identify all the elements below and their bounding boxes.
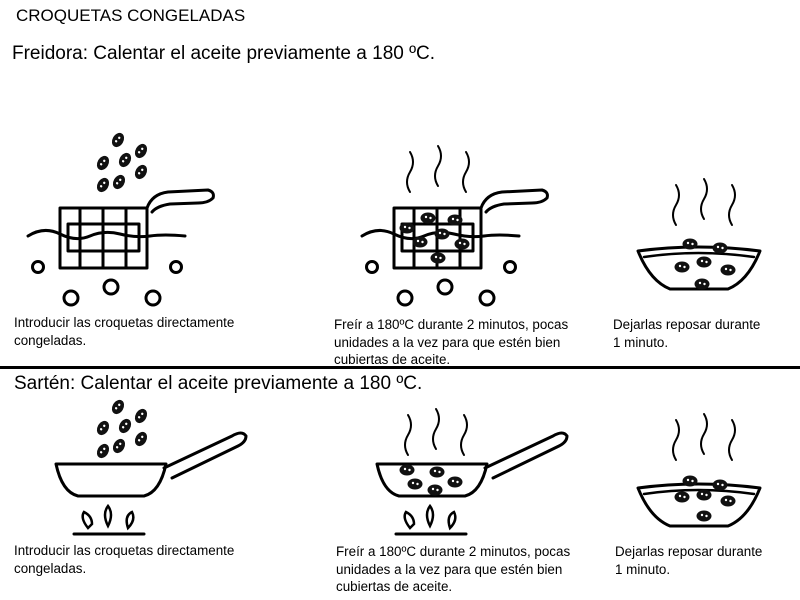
croqueta-icon xyxy=(94,397,150,461)
deep-fryer-icon xyxy=(26,188,215,307)
freidora-step-3-caption: Dejarlas reposar durante 1 minuto. xyxy=(613,317,761,350)
serving-bowl-icon xyxy=(636,475,762,528)
sarten-step-2-caption: Freír a 180ºC durante 2 minutos, pocas u… xyxy=(336,544,571,594)
freidora-step-2-caption: Freír a 180ºC durante 2 minutos, pocas u… xyxy=(334,317,569,367)
sarten-step-1-caption: Introducir las croquetas directamente co… xyxy=(14,543,235,576)
serving-bowl-icon xyxy=(636,238,762,291)
steam-icon xyxy=(672,413,736,461)
steam-icon xyxy=(406,145,470,193)
deep-fryer-icon xyxy=(360,188,549,307)
steam-icon xyxy=(404,408,468,456)
burner-flame-icon xyxy=(72,504,146,536)
page-title: CROQUETAS CONGELADAS xyxy=(16,6,246,25)
freidora-step-1-caption: Introducir las croquetas directamente co… xyxy=(14,315,235,348)
sarten-step-3-caption: Dejarlas reposar durante 1 minuto. xyxy=(615,544,763,577)
steam-icon xyxy=(672,178,736,226)
frying-pan-icon xyxy=(54,431,248,498)
freidora-heading: Freidora: Calentar el aceite previamente… xyxy=(12,43,436,64)
burner-flame-icon xyxy=(394,504,468,536)
sarten-heading: Sartén: Calentar el aceite previamente a… xyxy=(14,373,423,394)
croqueta-icon xyxy=(94,130,150,195)
section-divider xyxy=(0,366,800,369)
